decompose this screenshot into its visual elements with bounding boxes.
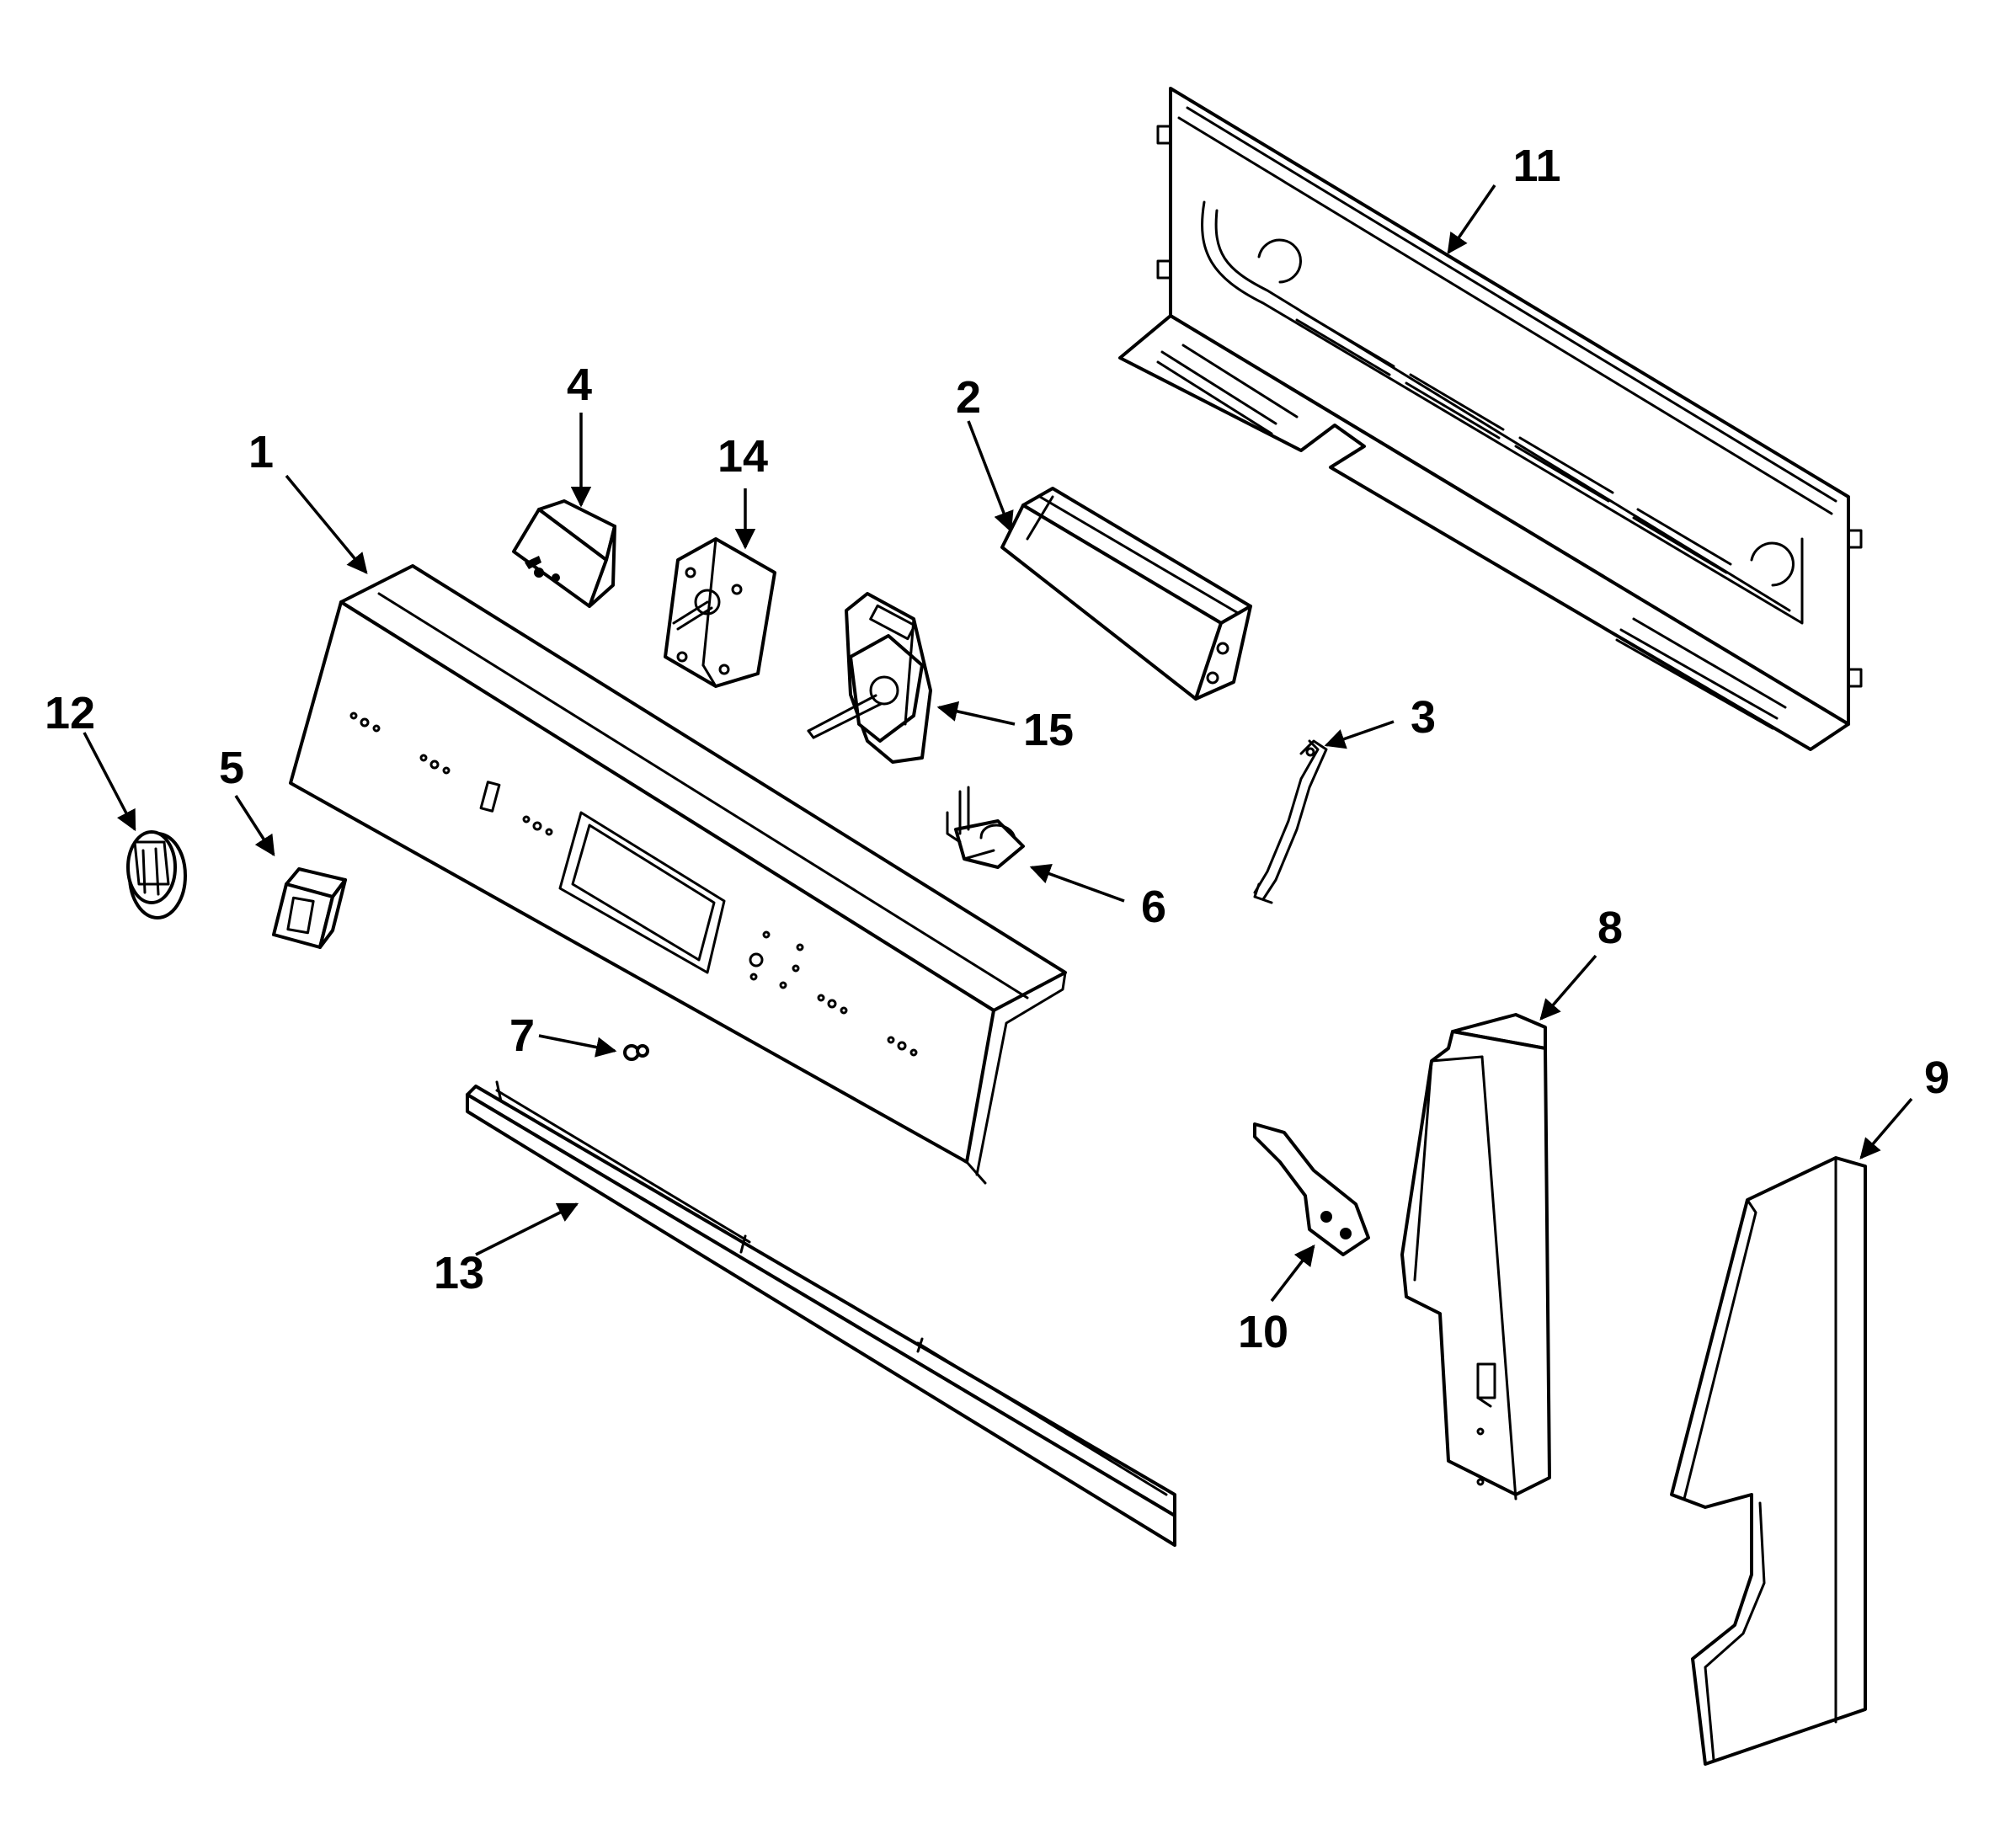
callout-labels: 1 2 3 4 5 6 7 8 9 10 11 12 13 14 15 — [45, 141, 1949, 1357]
callout-14: 14 — [717, 431, 768, 482]
slot — [1476, 1362, 1496, 1399]
slot — [1514, 436, 1614, 503]
leader-7 — [538, 1034, 617, 1058]
slot — [1405, 373, 1505, 440]
part-14-infinite-switch — [664, 537, 776, 688]
callout-4: 4 — [567, 360, 592, 410]
part-6-bracket — [946, 786, 1025, 869]
leader-lines — [83, 184, 1913, 1303]
slot — [1615, 617, 1787, 730]
hole — [1750, 541, 1795, 587]
leader-8 — [1539, 954, 1597, 1021]
leader-1 — [285, 474, 368, 574]
leader-10 — [1270, 1245, 1315, 1303]
part-9-side-trim — [1670, 1156, 1867, 1766]
leader-11 — [1447, 184, 1496, 255]
callout-13: 13 — [434, 1248, 484, 1298]
part-3-harness — [1253, 739, 1328, 904]
slot — [1156, 350, 1277, 435]
leader-6 — [1029, 864, 1125, 903]
leader-5 — [234, 795, 275, 857]
slot — [1632, 508, 1732, 574]
callout-2: 2 — [956, 372, 981, 423]
part-11-rear-panel — [1118, 87, 1863, 751]
part-8-end-cap — [1400, 1013, 1551, 1501]
slot — [1181, 344, 1299, 418]
leader-13 — [475, 1202, 579, 1256]
part-13-trim-strip — [466, 1080, 1176, 1547]
leader-3 — [1324, 720, 1395, 749]
callout-3: 3 — [1411, 692, 1436, 743]
part-7-screw — [623, 1044, 649, 1061]
callout-9: 9 — [1924, 1053, 1949, 1103]
callout-8: 8 — [1597, 903, 1623, 953]
part-10-ground-strap — [1253, 1122, 1370, 1256]
callout-10: 10 — [1238, 1307, 1288, 1357]
part-2-control-module — [1000, 487, 1252, 701]
switch-opening — [479, 781, 501, 813]
leader-9 — [1859, 1097, 1913, 1159]
callout-11: 11 — [1512, 141, 1560, 191]
part-1-control-panel — [289, 564, 1067, 1185]
leader-15 — [936, 701, 1016, 726]
leader-12 — [83, 732, 136, 832]
callout-15: 15 — [1023, 705, 1074, 755]
hole — [1257, 238, 1302, 284]
slot — [1295, 310, 1395, 376]
callout-1: 1 — [248, 427, 274, 477]
part-15-thermostat — [807, 592, 932, 764]
callout-5: 5 — [219, 743, 244, 793]
callout-6: 6 — [1141, 882, 1166, 932]
part-4-switch — [512, 499, 616, 608]
knob-holes — [349, 712, 918, 1057]
part-5-rocker-switch — [272, 867, 347, 949]
display-window — [558, 811, 726, 974]
callout-12: 12 — [45, 688, 95, 738]
leader-2 — [967, 420, 1014, 533]
callout-7: 7 — [509, 1010, 535, 1061]
part-12-knob — [126, 830, 187, 919]
